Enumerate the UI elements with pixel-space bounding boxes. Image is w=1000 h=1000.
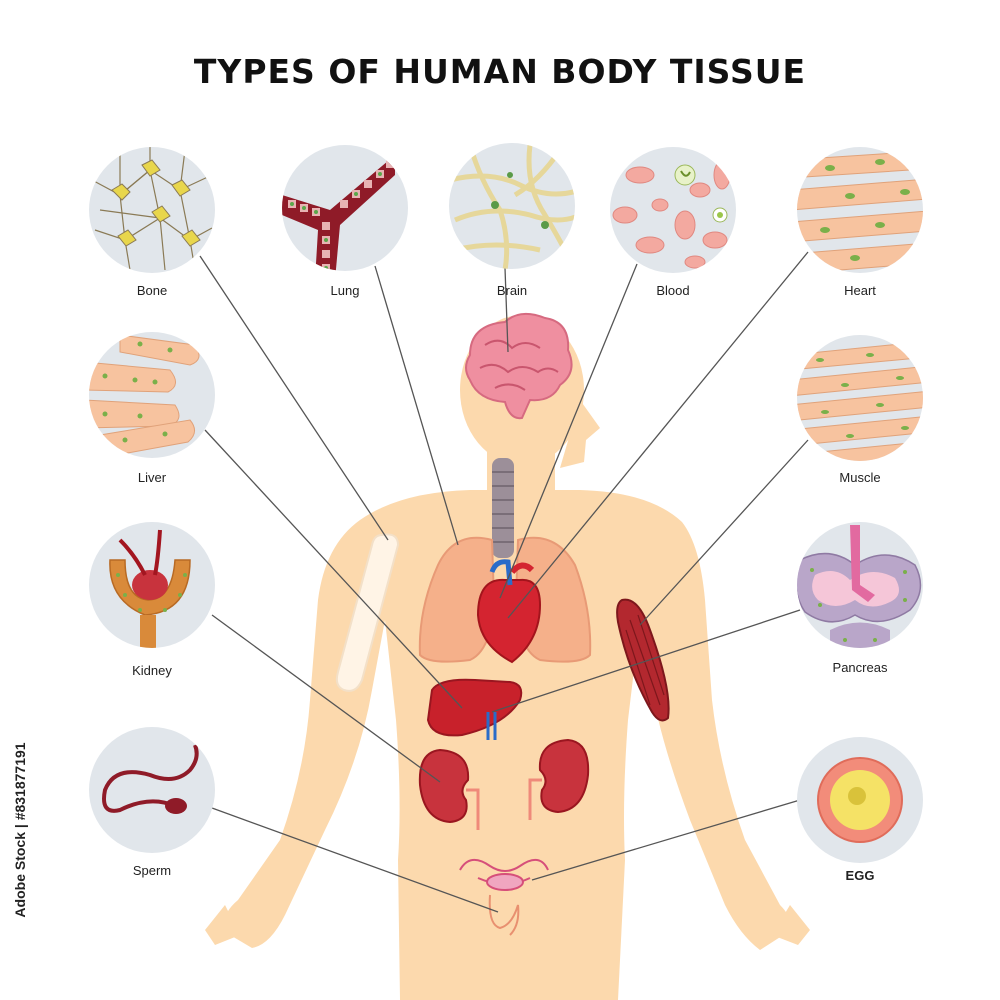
arm-bone-shape — [335, 533, 400, 692]
egg-label: EGG — [845, 868, 875, 883]
blood-label: Blood — [656, 283, 690, 298]
pancreas-tissue-circle[interactable] — [796, 522, 923, 660]
kidney-tissue-circle[interactable] — [89, 522, 215, 650]
page-title: TYPES OF HUMAN BODY TISSUE — [193, 52, 807, 91]
heart-shape — [476, 559, 542, 664]
kidney-label: Kidney — [132, 663, 172, 678]
connector-lines — [199, 251, 809, 913]
brain-shape — [465, 312, 573, 420]
bone-label: Bone — [136, 283, 168, 298]
egg-tissue-circle[interactable] — [797, 737, 923, 863]
sperm-label: Sperm — [132, 863, 172, 878]
muscle-label: Muscle — [839, 470, 881, 485]
watermark-text: Adobe Stock | #831877191 — [12, 742, 28, 918]
brain-label: Brain — [496, 283, 528, 298]
sperm-tissue-circle[interactable] — [89, 727, 215, 853]
trachea-shape — [492, 458, 514, 558]
reproductive-shape — [459, 859, 549, 936]
arm-muscle-shape — [616, 598, 670, 722]
bone-tissue-circle[interactable] — [89, 145, 215, 273]
kidneys-shape — [418, 738, 590, 830]
brain-tissue-circle[interactable] — [449, 143, 580, 270]
lung-tissue-circle[interactable] — [282, 145, 408, 280]
liver-shape — [426, 678, 523, 740]
muscle-tissue-circle[interactable] — [790, 335, 940, 471]
blood-tissue-circle[interactable] — [610, 147, 736, 273]
liver-tissue-circle[interactable] — [85, 332, 215, 458]
liver-label: Liver — [137, 470, 167, 485]
lung-label: Lung — [330, 283, 360, 298]
heart-label: Heart — [844, 283, 876, 298]
pancreas-label: Pancreas — [832, 660, 888, 675]
heart-tissue-circle[interactable] — [790, 147, 940, 274]
lungs-shape — [418, 536, 592, 663]
stock-watermark: Adobe Stock | #831877191 — [8, 742, 32, 917]
